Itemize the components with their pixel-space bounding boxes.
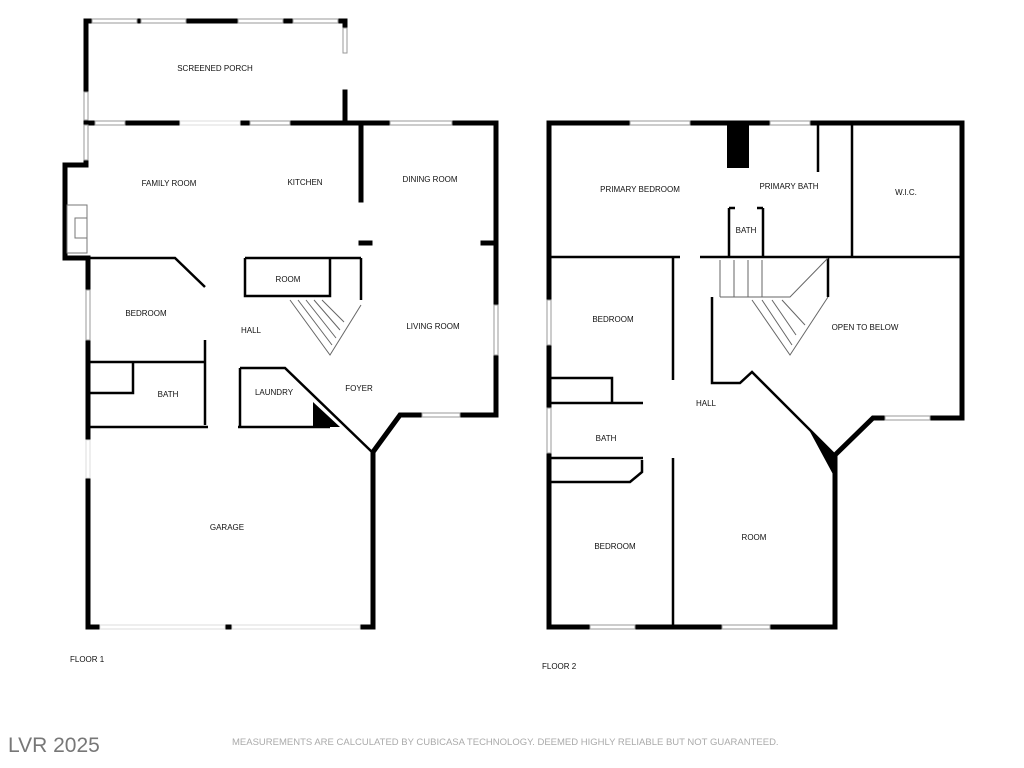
label-hall-2: HALL (696, 399, 717, 408)
label-bedroom-1: BEDROOM (592, 315, 634, 324)
label-bath-2: BATH (596, 434, 617, 443)
label-laundry: LAUNDRY (255, 388, 294, 397)
label-family-room: FAMILY ROOM (142, 179, 197, 188)
label-primary-bath: PRIMARY BATH (759, 182, 818, 191)
label-bedroom-2: BEDROOM (594, 542, 636, 551)
label-bath: BATH (158, 390, 179, 399)
label-open-to-below: OPEN TO BELOW (832, 323, 899, 332)
label-hall: HALL (241, 326, 262, 335)
label-dining-room: DINING ROOM (402, 175, 457, 184)
disclaimer-text: MEASUREMENTS ARE CALCULATED BY CUBICASA … (232, 737, 779, 748)
room-labels: SCREENED PORCH FAMILY ROOM KITCHEN DININ… (70, 64, 917, 671)
label-screened-porch: SCREENED PORCH (177, 64, 253, 73)
label-kitchen: KITCHEN (287, 178, 322, 187)
floor-1-plan (62, 18, 499, 630)
label-bedroom: BEDROOM (125, 309, 167, 318)
label-garage: GARAGE (210, 523, 244, 532)
floor-2-plan (546, 120, 965, 630)
label-living-room: LIVING ROOM (406, 322, 460, 331)
floor-1-label: FLOOR 1 (70, 655, 105, 664)
floor-2-label: FLOOR 2 (542, 662, 577, 671)
label-room: ROOM (276, 275, 301, 284)
label-room-2: ROOM (742, 533, 767, 542)
label-foyer: FOYER (345, 384, 373, 393)
label-primary-bedroom: PRIMARY BEDROOM (600, 185, 680, 194)
brand-watermark: LVR 2025 (8, 734, 100, 757)
label-bath-small: BATH (736, 226, 757, 235)
label-wic: W.I.C. (895, 188, 917, 197)
